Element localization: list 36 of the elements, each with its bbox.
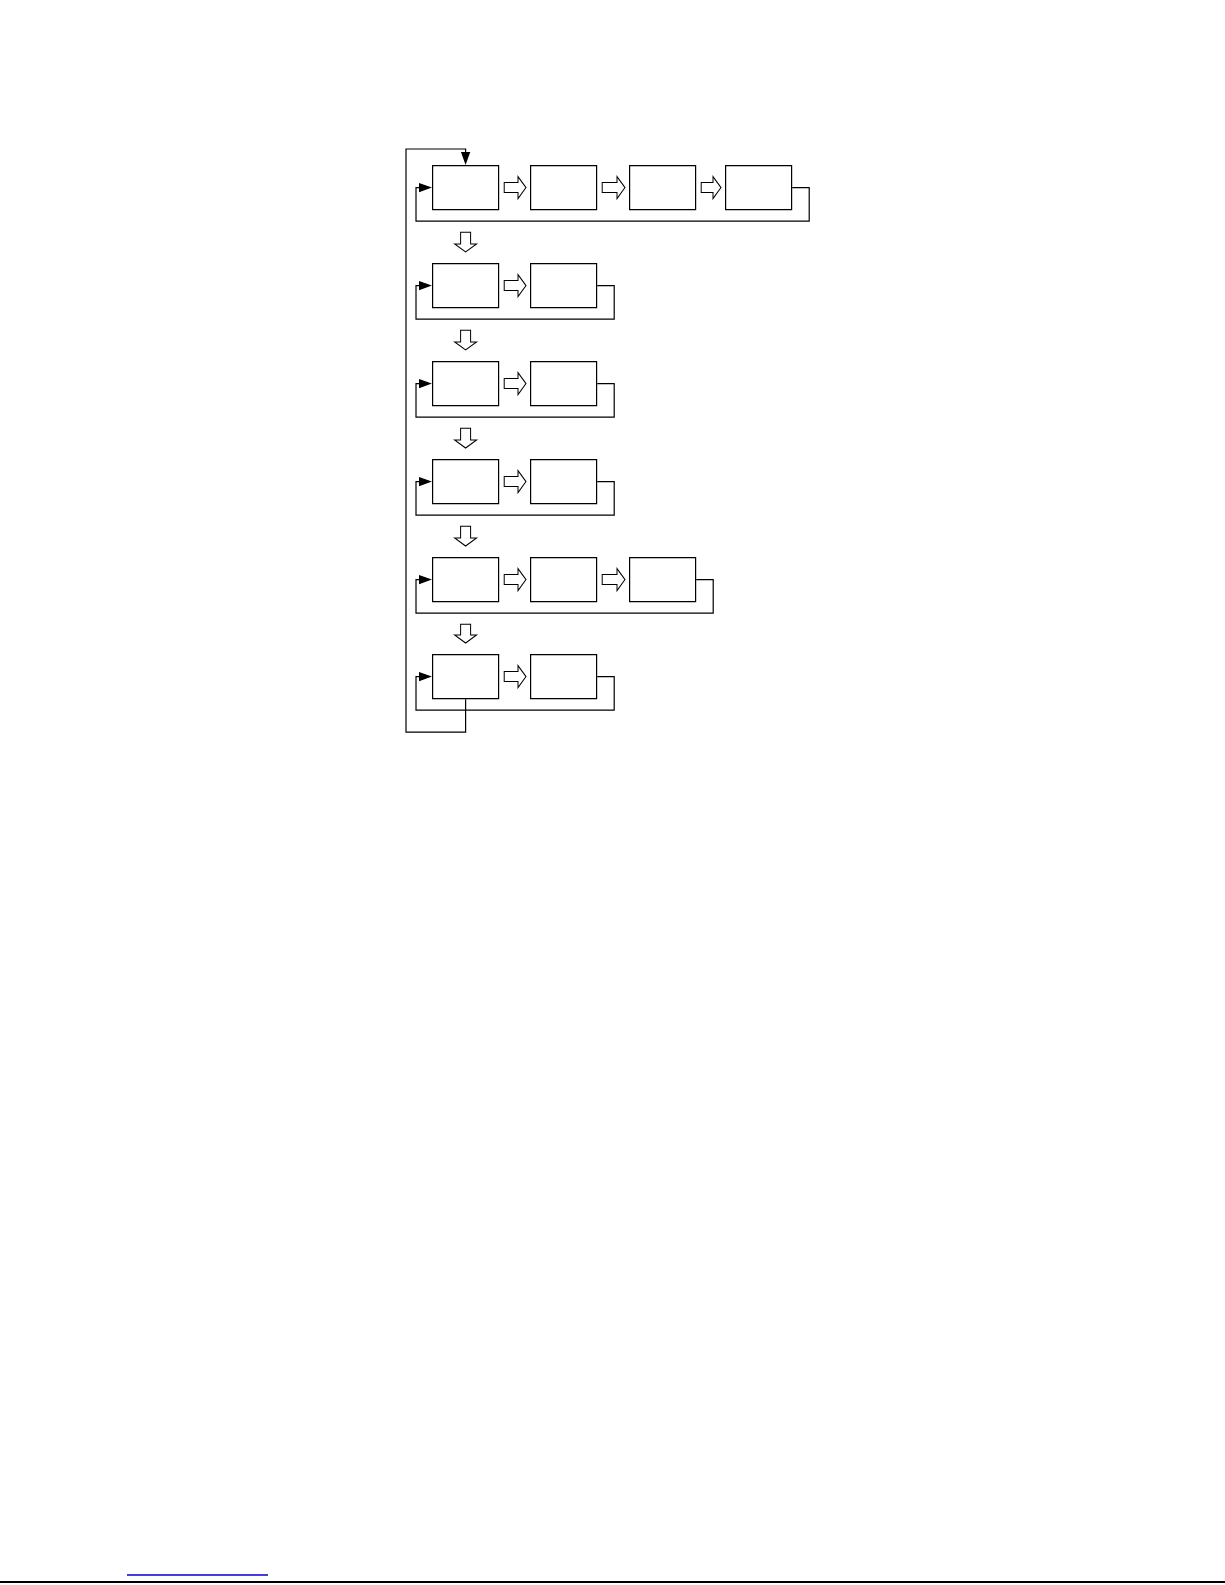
block-arrow [503,665,527,689]
block-arrow [454,623,478,644]
process-box [629,165,697,211]
process-box [432,165,500,211]
return-arrow [405,148,471,733]
block-arrow [454,427,478,449]
block-arrow [503,372,527,396]
process-box [432,459,500,505]
process-box [432,557,500,603]
process-box [530,263,598,309]
process-box [530,165,598,211]
feedback-arrow [415,574,714,614]
process-box [530,557,598,603]
process-box [725,165,793,211]
block-arrow [503,176,527,200]
block-arrow [601,568,626,592]
process-box [530,361,598,407]
process-box [629,557,697,603]
block-arrow [700,176,722,200]
process-box [530,459,598,505]
feedback-arrow [415,476,615,516]
process-box [432,263,500,309]
feedback-arrow [415,378,615,418]
feedback-arrow [415,280,615,320]
block-arrow [601,176,626,200]
feedback-arrow [415,182,810,222]
block-arrow [503,274,527,298]
block-arrow [503,470,527,494]
block-arrow [503,568,527,592]
feedback-arrow [415,671,615,711]
block-arrow [454,329,478,351]
block-arrow [454,231,478,253]
process-box [530,654,598,700]
process-box [432,654,500,700]
block-arrow [454,525,478,547]
process-box [432,361,500,407]
